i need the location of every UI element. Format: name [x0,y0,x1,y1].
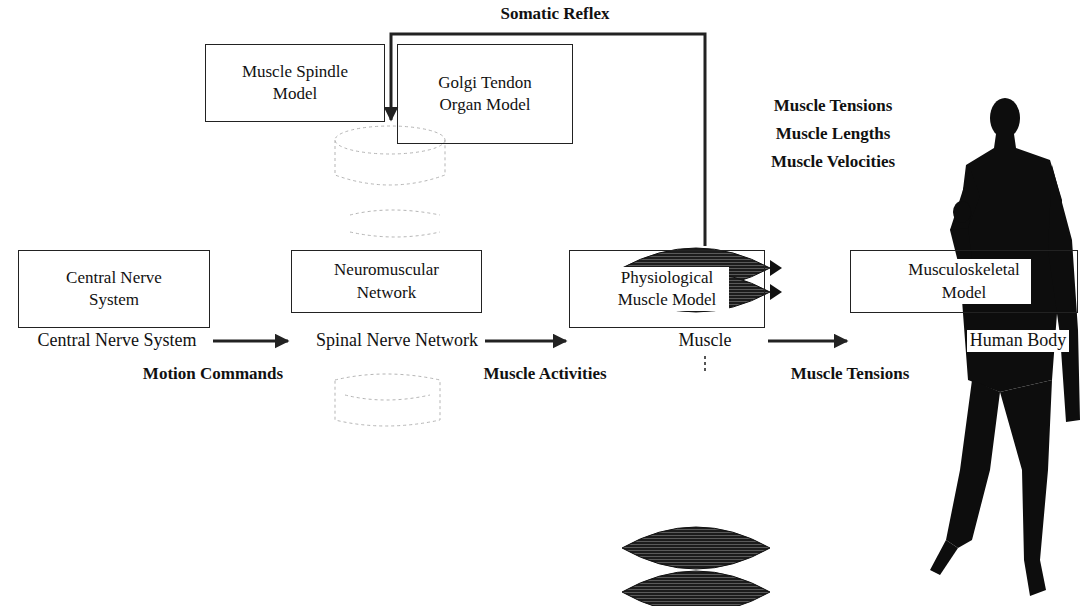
stage-caption: Muscle [676,330,735,352]
signal-label: Muscle Velocities [768,152,898,172]
process-box: Physiological Muscle Model [569,250,765,328]
edge-label: Motion Commands [140,364,286,384]
process-box: Neuromuscular Network [291,250,482,313]
process-box: Central Nerve System [18,250,210,328]
node-group: Musculoskeletal ModelHuman Body [850,250,1078,352]
node-group: Muscle Spindle Model [205,44,385,122]
signal-label: Muscle Tensions [771,96,896,116]
human-figure [930,98,1080,596]
node-group: Physiological Muscle ModelMuscle [569,250,765,352]
edge-label: Muscle Tensions [788,364,913,384]
node-label: Physiological Muscle Model [605,267,729,311]
reflex-line [391,34,705,246]
flow-arrow [213,340,288,343]
flow-arrow [768,340,847,343]
node-label: Golgi Tendon Organ Model [423,72,547,116]
node-group: Golgi Tendon Organ Model [397,44,573,144]
node-label: Muscle Spindle Model [228,61,362,105]
node-label: Central Nerve System [57,267,171,311]
loop-label: Somatic Reflex [497,4,612,24]
node-label: Musculoskeletal Model [897,259,1031,303]
node-label: Neuromuscular Network [325,259,449,303]
stage-caption: Central Nerve System [35,330,200,352]
flow-arrow [485,340,566,343]
node-group: Central Nerve SystemCentral Nerve System [18,250,210,352]
process-box: Musculoskeletal Model [850,250,1078,313]
process-box: Golgi Tendon Organ Model [397,44,573,144]
node-group: Neuromuscular NetworkSpinal Nerve Networ… [291,250,482,352]
signal-label: Muscle Lengths [773,124,894,144]
muscle-tick [704,356,706,372]
process-box: Muscle Spindle Model [205,44,385,122]
stage-caption: Spinal Nerve Network [313,330,481,352]
muscle-arrow [770,260,782,300]
edge-label: Muscle Activities [480,364,609,384]
stage-caption: Human Body [967,330,1070,352]
